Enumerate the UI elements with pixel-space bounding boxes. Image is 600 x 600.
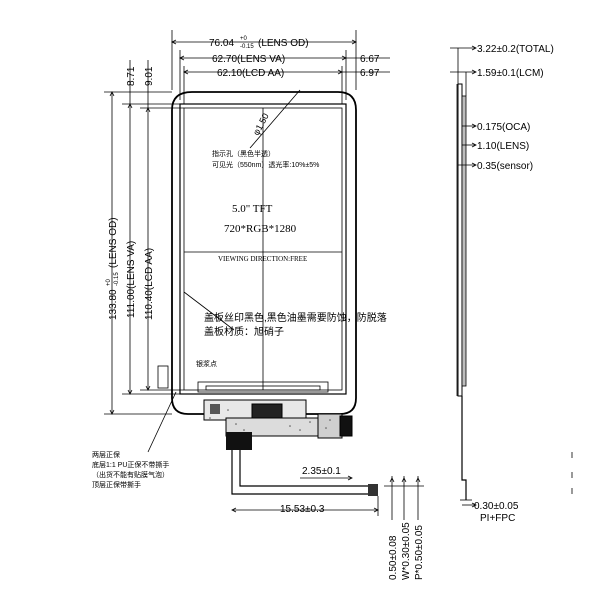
side-sensor-label: 0.35(sensor)	[477, 161, 533, 172]
lens-od-height-suffix: (LENS OD)	[108, 217, 119, 268]
bottom-strip	[197, 381, 329, 393]
lens-va-frame	[179, 103, 347, 395]
lens-od-width-tol-top: +0	[240, 36, 248, 42]
viewing-direction-label: VIEWING DIRECTION:FREE	[218, 255, 307, 263]
lens-od-height-label: 133.80	[108, 289, 119, 320]
corner-radius-label: φ1.50	[251, 112, 271, 137]
note-line-3: （出货不能有贴膜气泡）	[92, 470, 169, 479]
indicator-note-1: 指示孔（黑色半透）	[212, 149, 275, 158]
print-note-2: 盖板材质：旭硝子	[204, 325, 284, 338]
fpc-speckle	[209, 409, 331, 431]
lens-od-height-tol-top: +0	[106, 278, 112, 286]
lens-od-width-suffix: (LENS OD)	[258, 38, 309, 49]
right-offset-2-label: 6.97	[360, 68, 380, 79]
fpc-offset-label: 2.35±0.1	[302, 466, 341, 477]
lens-va-height-label: 111.00(LENS VA)	[126, 241, 137, 318]
top-dimensions: 76.04 +0 -0.15 (LENS OD) 62.70(LENS VA) …	[171, 30, 390, 104]
lens-od-width-label: 76.04	[209, 38, 234, 49]
bottom-strip-inner	[205, 385, 321, 391]
side-total-label: 3.22±0.2(TOTAL)	[477, 44, 554, 55]
indicator-note-2: 可见光（550nm）透光率:10%±5%	[212, 160, 319, 169]
side-fpc	[461, 396, 467, 500]
silver-dot-label: 银浆点	[196, 359, 217, 368]
note-line-2: 底层1:1 PU正保不带撕手	[92, 460, 169, 469]
pitch-1-label: 0.50±0.08	[388, 535, 399, 580]
protection-notes: 两层正保 底层1:1 PU正保不带撕手 （出货不能有贴膜气泡） 顶层正保带撕手	[92, 391, 177, 489]
left-dimensions: 133.80 +0 -0.15 (LENS OD) 111.00(LENS VA…	[104, 60, 184, 415]
fpc-dimensions: 2.35±0.1 15.53±0.3 0.50±0.08 W*0.30±0.05…	[231, 466, 425, 580]
side-lcm	[461, 95, 467, 387]
side-view: 3.22±0.2(TOTAL) 1.59±0.1(LCM) 0.175(OCA)…	[450, 44, 573, 524]
side-lcm-label: 1.59±0.1(LCM)	[477, 68, 544, 79]
print-note-1: 盖板丝印黑色,黑色油墨需要防蚀，防脱落	[204, 311, 387, 324]
pitch-3-label: P*0.50±0.05	[414, 525, 425, 580]
resolution-label: 720*RGB*1280	[224, 223, 297, 235]
side-fpc-label: 0.30±0.05	[474, 501, 519, 512]
lens-va-width-label: 62.70(LENS VA)	[212, 54, 285, 65]
left-tab	[157, 365, 169, 389]
fpc-stiffener	[226, 432, 252, 450]
lens-od-height-tol-bot: -0.15	[114, 272, 120, 286]
lcd-aa-width-label: 62.10(LCD AA)	[217, 68, 284, 79]
side-oca-label: 0.175(OCA)	[477, 122, 530, 133]
note-line-1: 两层正保	[92, 450, 120, 459]
fpc-tail-contact	[368, 484, 378, 496]
fpc-chip	[251, 403, 283, 419]
screen-annotations: φ1.50 指示孔（黑色半透） 可见光（550nm）透光率:10%±5% 5.0…	[196, 112, 387, 368]
top-offset-1-label: 8.71	[126, 66, 137, 86]
fpc-diag-line	[183, 291, 235, 331]
fpc-component	[210, 404, 220, 414]
side-lens	[457, 83, 463, 397]
lcd-aa-height-label: 110.40(LCD AA)	[144, 248, 155, 320]
fpc-tail-block	[317, 413, 343, 439]
fpc	[157, 365, 378, 496]
fpc-end-connector	[339, 415, 353, 437]
radius-leader	[249, 89, 301, 149]
fpc-length-label: 15.53±0.3	[280, 504, 325, 515]
pitch-2-label: W*0.30±0.05	[401, 522, 412, 580]
note-line-4: 顶层正保带撕手	[92, 480, 141, 489]
top-offset-2-label: 9.01	[144, 66, 155, 86]
side-fpc-material-label: PI+FPC	[480, 513, 515, 524]
screen-size-label: 5.0" TFT	[232, 203, 273, 215]
right-offset-1-label: 6.67	[360, 54, 380, 65]
lens-od-width-tol-bot: -0.15	[240, 44, 254, 50]
side-lens-label: 1.10(LENS)	[477, 141, 529, 152]
